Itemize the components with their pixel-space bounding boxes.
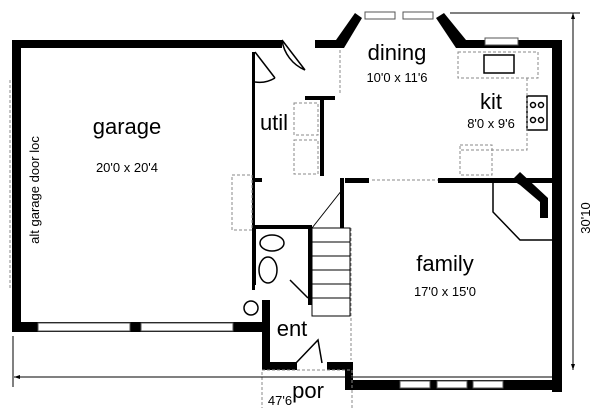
fixtures: [9, 39, 548, 408]
windows: [37, 11, 519, 389]
garage-label: garage: [93, 114, 162, 139]
family-size: 17'0 x 15'0: [414, 284, 476, 299]
util-label: util: [260, 110, 288, 135]
garage-size: 20'0 x 20'4: [96, 160, 158, 175]
labels: garage 20'0 x 20'4 alt garage door loc u…: [27, 40, 593, 408]
width-dimension: 47'6: [268, 393, 292, 408]
kit-label: kit: [480, 89, 502, 114]
family-label: family: [416, 251, 473, 276]
por-label: por: [292, 378, 324, 403]
depth-dimension: 30'10: [578, 202, 593, 233]
ent-label: ent: [277, 316, 308, 341]
dining-label: dining: [368, 40, 427, 65]
kit-size: 8'0 x 9'6: [467, 116, 515, 131]
alt-garage-door-note: alt garage door loc: [27, 136, 42, 244]
dining-size: 10'0 x 11'6: [366, 70, 427, 85]
dimension-lines: [12, 12, 580, 392]
